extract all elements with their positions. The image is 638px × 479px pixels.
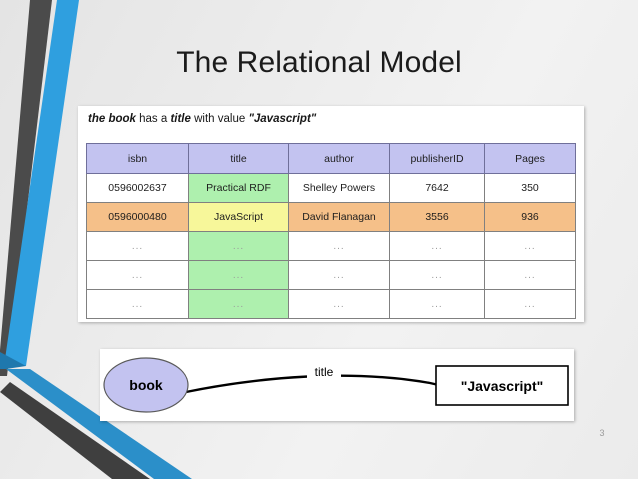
column-header-publisherID: publisherID (389, 143, 485, 174)
column-header-author: author (288, 143, 390, 174)
caption-segment-2: title (170, 113, 191, 125)
predicate-label-background (307, 363, 341, 379)
object-node-label: "Javascript" (461, 378, 544, 394)
table-cell: David Flanagan (288, 202, 390, 232)
table-cell: ... (389, 289, 485, 319)
table-cell: JavaScript (188, 202, 289, 232)
table-cell: ... (288, 231, 390, 261)
column-header-isbn: isbn (86, 143, 189, 174)
table-cell: ... (389, 260, 485, 290)
column-header-title: title (188, 143, 289, 174)
table-cell: ... (86, 231, 189, 261)
table-cell: ... (188, 260, 289, 290)
table-cell: ... (288, 260, 390, 290)
table-cell: ... (86, 289, 189, 319)
caption-segment-4: "Javascript" (248, 113, 317, 125)
table-cell: 7642 (389, 173, 485, 203)
table-cell: ... (188, 289, 289, 319)
caption-segment-0: the book (88, 113, 136, 125)
predicate-label: title (315, 365, 334, 379)
table-cell: ... (288, 289, 390, 319)
table-cell: 350 (484, 173, 576, 203)
table-cell: 0596000480 (86, 202, 189, 232)
subject-node (103, 357, 189, 413)
page-title: The Relational Model (176, 46, 462, 79)
rdf-triple-card: book title "Javascript" (100, 349, 574, 421)
table-cell: ... (86, 260, 189, 290)
table-cell: ... (389, 231, 485, 261)
table-caption: the book has a title with value "Javascr… (88, 113, 316, 125)
page-number: 3 (599, 428, 605, 438)
table-cell: ... (484, 231, 576, 261)
table-cell: 936 (484, 202, 576, 232)
caption-segment-3: with value (190, 113, 249, 125)
table-cell: 3556 (389, 202, 485, 232)
blue-stripe-joint (0, 352, 26, 369)
table-row: ............... (86, 260, 576, 290)
table-cell: ... (188, 231, 289, 261)
caption-segment-1: has a (135, 113, 171, 125)
table-cell: ... (484, 260, 576, 290)
table-cell: Practical RDF (188, 173, 289, 203)
relational-table-card: the book has a title with value "Javascr… (78, 106, 584, 322)
subject-node-label: book (129, 377, 163, 393)
table-row: ............... (86, 289, 576, 319)
object-node (435, 365, 569, 406)
table-cell: ... (484, 289, 576, 319)
column-header-Pages: Pages (484, 143, 576, 174)
table-cell: 0596002637 (86, 173, 189, 203)
rdf-triple-diagram: book title "Javascript" (103, 357, 569, 413)
table-cell: Shelley Powers (288, 173, 390, 203)
table-row: ............... (86, 231, 576, 261)
